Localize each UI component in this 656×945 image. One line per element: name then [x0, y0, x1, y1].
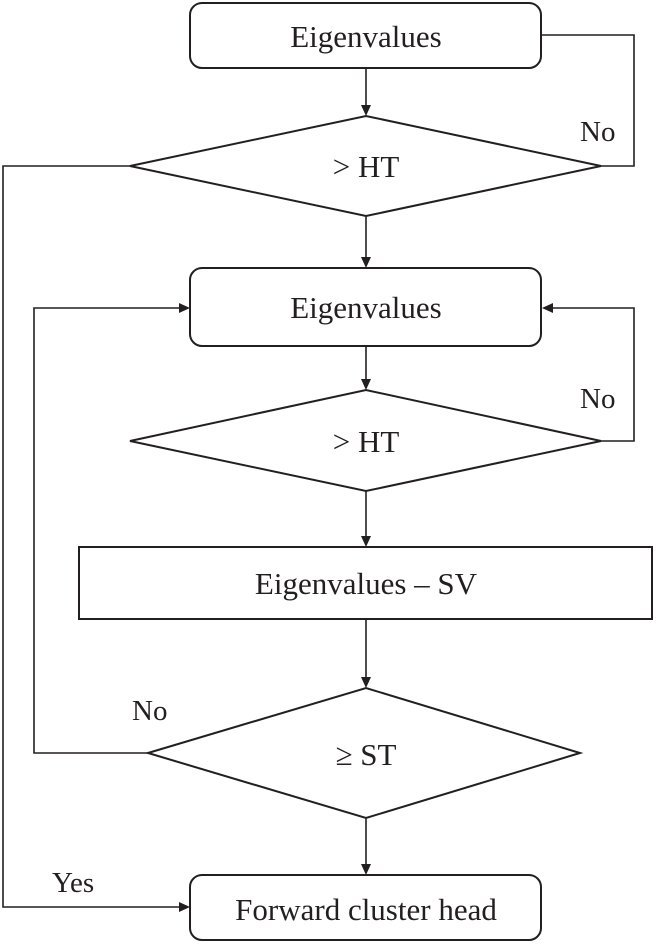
decision-ht-1-label: > HT: [333, 149, 400, 184]
node-eigenvalues-minus-sv: Eigenvalues – SV: [78, 546, 653, 620]
edge-label-no-3: No: [132, 695, 167, 727]
arrow-eigenvalues2-to-ht2: [361, 346, 371, 390]
arrow-eigenvalues1-to-ht1: [361, 68, 371, 116]
node-forward-cluster-head-label: Forward cluster head: [235, 892, 497, 927]
edge-label-no-2: No: [580, 383, 615, 415]
node-forward-cluster-head: Forward cluster head: [189, 874, 542, 941]
arrow-ht2-no-loop: [542, 303, 635, 442]
arrow-st-to-forward-cluster-head: [361, 818, 371, 875]
edge-label-yes: Yes: [52, 867, 94, 899]
node-eigenvalues-1: Eigenvalues: [189, 2, 542, 69]
arrow-eigenvalues-sv-to-st: [361, 619, 371, 688]
arrow-st-no-loop: [33, 303, 190, 754]
arrow-ht1-no-loop: [541, 34, 635, 167]
decision-st-label: ≥ ST: [336, 737, 397, 772]
node-eigenvalues-2: Eigenvalues: [189, 267, 542, 347]
decision-ht-1: > HT: [129, 114, 602, 218]
decision-ht-2-label: > HT: [333, 424, 400, 459]
arrow-ht1-to-eigenvalues2: [361, 216, 371, 268]
arrow-ht2-to-eigenvalues-sv: [361, 491, 371, 547]
node-eigenvalues-minus-sv-label: Eigenvalues – SV: [255, 566, 478, 601]
node-eigenvalues-1-label: Eigenvalues: [290, 19, 442, 54]
arrow-ht1-yes-to-forward-cluster-head: [2, 165, 190, 912]
decision-ht-2: > HT: [129, 388, 602, 493]
decision-st: ≥ ST: [144, 686, 584, 820]
node-eigenvalues-2-label: Eigenvalues: [290, 290, 442, 325]
edge-label-no-1: No: [580, 116, 615, 148]
